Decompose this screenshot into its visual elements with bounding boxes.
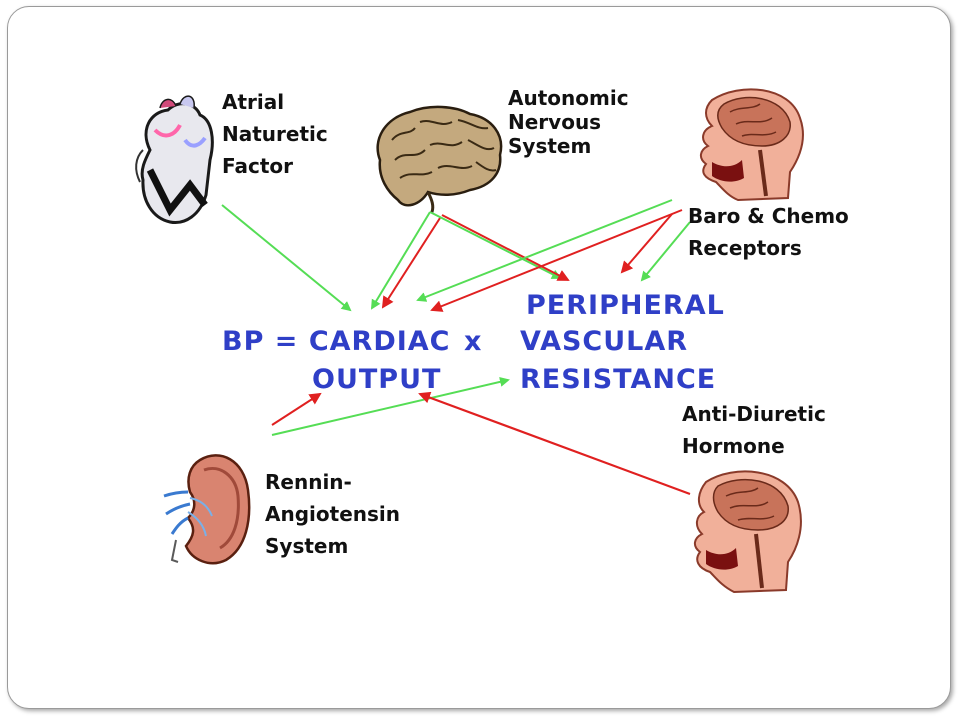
label-line: System — [265, 534, 349, 558]
arrow-adh-to-co-red — [418, 391, 691, 496]
label-line: System — [508, 134, 592, 158]
arrow-ras-to-pvr-green — [271, 376, 510, 436]
arrow-ans-to-co-red — [381, 217, 441, 309]
label-line: Baro & Chemo — [688, 204, 849, 228]
label-line: Atrial — [222, 90, 285, 114]
label-autonomic-nervous-system: Autonomic Nervous System — [508, 86, 629, 158]
arrow-ans-to-pvr-red — [441, 214, 570, 281]
arrow-anf-to-co — [221, 204, 352, 312]
label-line: Receptors — [688, 236, 802, 260]
label-line: Naturetic — [222, 122, 328, 146]
label-anti-diuretic-hormone: Anti-Diuretic Hormone — [682, 398, 826, 462]
arrow-baro-to-co-red — [430, 209, 683, 312]
label-line: Nervous — [508, 110, 602, 134]
eq-equals: = — [274, 326, 299, 357]
label-line: Anti-Diuretic — [682, 402, 826, 426]
eq-vascular: VASCULAR — [520, 326, 689, 357]
label-line: Hormone — [682, 434, 785, 458]
eq-times: x — [464, 326, 483, 357]
label-atrial-naturetic-factor: Atrial Naturetic Factor — [222, 86, 328, 182]
label-line: Autonomic — [508, 86, 629, 110]
eq-peripheral: PERIPHERAL — [526, 290, 725, 321]
arrow-baro-to-pvr-red — [620, 213, 673, 274]
arrow-baro-to-co-green — [416, 199, 673, 302]
eq-cardiac: CARDIAC — [308, 326, 451, 357]
eq-output: OUTPUT — [312, 364, 442, 395]
label-baro-chemo-receptors: Baro & Chemo Receptors — [688, 200, 849, 264]
arrow-baro-to-pvr-green — [640, 221, 691, 282]
label-line: Factor — [222, 154, 294, 178]
label-line: Rennin- — [265, 470, 352, 494]
eq-resistance: RESISTANCE — [520, 364, 717, 395]
label-rennin-angiotensin-system: Rennin- Angiotensin System — [265, 466, 400, 562]
label-line: Angiotensin — [265, 502, 400, 526]
arrow-ras-to-co-red — [271, 392, 322, 426]
equation-bp: BP = CARDIAC — [222, 326, 450, 357]
arrow-ans-to-co-green — [370, 211, 431, 310]
eq-bp: BP — [222, 326, 265, 357]
